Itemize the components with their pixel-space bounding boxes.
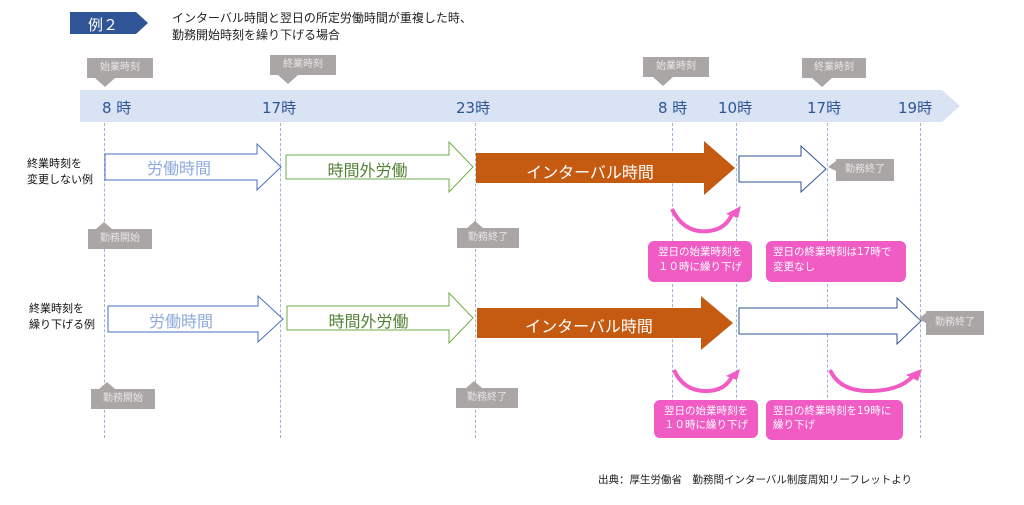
- callout-start-time: 始業時刻: [87, 58, 153, 87]
- row1-note-start-shift: 翌日の始業時刻を １０時に繰り下げ: [648, 241, 752, 282]
- callout-pointer: [278, 75, 298, 84]
- tick-8-next: 8 時: [658, 99, 688, 117]
- row1-note-start-line2: １０時に繰り下げ: [658, 261, 742, 273]
- row2-interval-label: インターバル時間: [525, 317, 653, 336]
- row1-note-end-line1: 翌日の終業時刻は17時で: [773, 246, 892, 258]
- row1-callout-start: 勤務開始: [88, 222, 152, 249]
- callout-end-time-label: 終業時刻: [270, 55, 336, 75]
- row1-label: 終業時刻を 変更しない例: [27, 156, 93, 188]
- guide-line-17: [280, 118, 281, 438]
- row2-work-label: 労働時間: [148, 312, 213, 331]
- row2-overtime-label: 時間外労働: [328, 312, 409, 331]
- tick-8: 8 時: [102, 99, 132, 117]
- callout-end-time: 終業時刻: [270, 55, 336, 84]
- diagram-title: インターバル時間と翌日の所定労働時間が重複した時、 勤務開始時刻を繰り下げる場合: [172, 10, 472, 44]
- row1-note-end-unchanged: 翌日の終業時刻は17時で 変更なし: [766, 241, 906, 282]
- row2-note-end-line1: 翌日の終業時刻を19時に: [773, 405, 892, 417]
- callout-end-time-next: 終業時刻: [802, 58, 866, 87]
- row1-callout-end-next-label: 勤務終了: [836, 159, 894, 181]
- row1-callout-end-next: 勤務終了: [828, 159, 894, 181]
- row1-work-label: 労働時間: [146, 159, 211, 178]
- row2-label: 終業時刻を 繰り下げる例: [29, 301, 95, 333]
- callout-start-time-next: 始業時刻: [643, 57, 709, 86]
- row1-overtime-label: 時間外労働: [327, 161, 408, 180]
- guide-line-8: [104, 118, 105, 438]
- tick-23: 23時: [456, 99, 491, 117]
- row1-nextday-work-arrow: [738, 145, 827, 194]
- row1-label-line1: 終業時刻を: [27, 157, 82, 170]
- callout-pointer: [653, 77, 673, 86]
- example-badge: 例２: [70, 12, 150, 34]
- callout-pointer: [466, 381, 482, 388]
- row1-note-start-line1: 翌日の始業時刻を: [658, 246, 742, 258]
- timeline-band: [80, 90, 960, 122]
- callout-end-time-next-label: 終業時刻: [802, 58, 866, 78]
- badge-shape: [70, 12, 148, 34]
- row2-note-start-line2: １０時に繰り下げ: [664, 419, 748, 431]
- badge-label: 例２: [87, 16, 118, 34]
- guide-line-19: [920, 118, 921, 438]
- row2-callout-end-next: 勤務終了: [918, 311, 984, 335]
- tick-17-next: 17時: [807, 99, 842, 117]
- row1-label-line2: 変更しない例: [27, 173, 93, 186]
- row2-label-line1: 終業時刻を: [29, 302, 84, 315]
- callout-pointer: [812, 78, 832, 87]
- row1-work-arrow: [104, 143, 282, 191]
- row2-overtime-arrow: [286, 292, 474, 344]
- row2-callout-end-label: 勤務終了: [456, 388, 518, 408]
- row2-callout-end-next-label: 勤務終了: [926, 311, 984, 335]
- row1-shift-curve-arrow: [670, 206, 741, 234]
- row2-note-end-shift: 翌日の終業時刻を19時に 繰り下げ: [766, 400, 903, 440]
- row2-end-shift-curve-arrow: [828, 369, 922, 394]
- title-line-1: インターバル時間と翌日の所定労働時間が重複した時、: [172, 11, 472, 25]
- source-citation: 出典：厚生労働省 勤務間インターバル制度周知リーフレットより: [598, 474, 913, 486]
- row2-work-arrow: [107, 295, 284, 343]
- row2-nextday-work-arrow: [738, 297, 922, 346]
- row1-callout-end-label: 勤務終了: [457, 228, 519, 248]
- row2-note-end-line2: 繰り下げ: [773, 419, 815, 431]
- row1-callout-end: 勤務終了: [457, 221, 519, 248]
- title-line-2: 勤務開始時刻を繰り下げる場合: [172, 28, 341, 42]
- row1-interval-arrow: [476, 141, 735, 195]
- row1-interval-label: インターバル時間: [526, 163, 654, 182]
- row2-callout-start-label: 勤務開始: [91, 389, 155, 409]
- row2-note-start-line1: 翌日の始業時刻を: [664, 405, 748, 417]
- guide-line-23: [475, 118, 476, 438]
- row1-callout-start-label: 勤務開始: [88, 229, 152, 249]
- callout-start-time-next-label: 始業時刻: [643, 57, 709, 77]
- row1-note-end-line2: 変更なし: [773, 261, 815, 273]
- callout-pointer: [828, 161, 836, 171]
- callout-pointer: [96, 222, 112, 229]
- tick-17: 17時: [262, 99, 297, 117]
- row1-overtime-arrow: [285, 141, 474, 193]
- callout-start-time-label: 始業時刻: [87, 58, 153, 78]
- row2-callout-start: 勤務開始: [91, 382, 155, 409]
- tick-19: 19時: [898, 99, 933, 117]
- row2-label-line2: 繰り下げる例: [29, 318, 95, 331]
- row2-callout-end: 勤務終了: [456, 381, 518, 408]
- callout-pointer: [95, 78, 115, 87]
- callout-pointer: [918, 313, 926, 323]
- tick-10: 10時: [718, 99, 753, 117]
- row2-interval-arrow: [477, 296, 733, 350]
- callout-pointer: [467, 221, 483, 228]
- row2-note-start-shift: 翌日の始業時刻を １０時に繰り下げ: [654, 400, 758, 438]
- callout-pointer: [99, 382, 115, 389]
- row2-start-shift-curve-arrow: [672, 369, 740, 394]
